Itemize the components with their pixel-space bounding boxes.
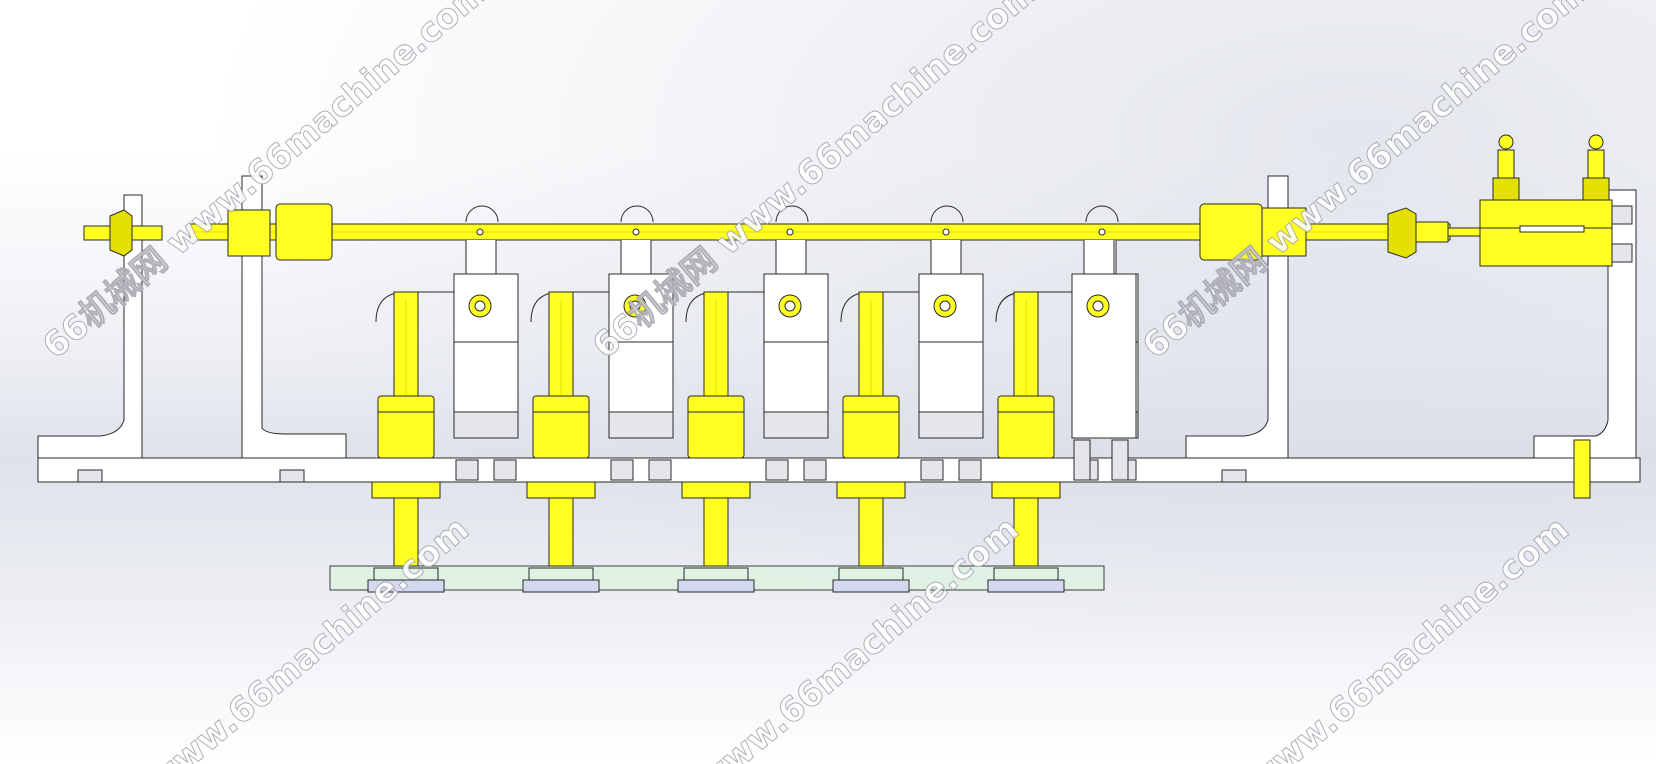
station-collar-2 (532, 395, 590, 459)
station-hanger-arc-4 (930, 205, 964, 223)
extra-pin-b (1111, 439, 1129, 481)
station-foot-4 (838, 567, 904, 581)
station-pad-2 (522, 579, 600, 593)
station-pivot-center-3 (784, 300, 796, 312)
station-pivot-center-2 (629, 300, 641, 312)
station-block-shade-2 (608, 411, 674, 439)
station-block-shade-3 (763, 411, 829, 439)
station-hanger-3 (775, 240, 807, 275)
extra-hanger (1083, 240, 1115, 275)
coupling-joint (1415, 221, 1449, 243)
station-1 (367, 205, 519, 593)
base-screw-2 (279, 469, 305, 483)
air-fitting-base-2 (1582, 177, 1610, 201)
rod-sleeve-right (1199, 203, 1263, 261)
station-post-lower-4 (858, 497, 884, 567)
station-hanger-arc-3 (775, 205, 809, 223)
station-4 (832, 205, 984, 593)
piston-rod-end (1447, 227, 1481, 237)
station-post-lower-5 (1013, 497, 1039, 567)
cylinder-slot (1519, 225, 1585, 233)
station-foot-3 (683, 567, 749, 581)
air-fitting-base-1 (1492, 177, 1520, 201)
station-block-shade-4 (918, 411, 984, 439)
rod-flange-left (227, 209, 271, 257)
station-screw-a-4 (920, 459, 944, 481)
station-hanger-arc-5 (1085, 205, 1119, 223)
station-post-lower-3 (703, 497, 729, 567)
base-screw-3 (1221, 469, 1247, 483)
left-hex-nut (109, 209, 133, 257)
station-flange-4 (836, 481, 906, 499)
station-screw-b-3 (803, 459, 827, 481)
extra-pivot-center (1092, 300, 1104, 312)
rod-pin-hole-3 (786, 228, 794, 236)
right-anchor-bolt (1573, 439, 1591, 499)
station-hanger-arc-1 (465, 205, 499, 223)
station-screw-b-4 (958, 459, 982, 481)
station-screw-b-2 (648, 459, 672, 481)
air-cylinder-body (1479, 199, 1613, 267)
station-flange-5 (991, 481, 1061, 499)
air-fitting-cap-1 (1498, 134, 1514, 150)
station-3 (677, 205, 829, 593)
station-screw-b-1 (493, 459, 517, 481)
station-foot-1 (373, 567, 439, 581)
base-plate (37, 457, 1641, 483)
station-screw-a-2 (610, 459, 634, 481)
station-collar-4 (842, 395, 900, 459)
air-fitting-2 (1587, 149, 1605, 181)
air-fitting-cap-2 (1588, 134, 1604, 150)
station-collar-1 (377, 395, 435, 459)
station-block-shade-1 (453, 411, 519, 439)
side-port-top (1611, 205, 1633, 225)
side-port-bottom (1611, 243, 1633, 263)
station-pad-5 (987, 579, 1065, 593)
station-post-lower-2 (548, 497, 574, 567)
rod-flange-right (1261, 207, 1307, 257)
station-screw-a-3 (765, 459, 789, 481)
coupling-hex-nut (1387, 207, 1417, 259)
station-flange-2 (526, 481, 596, 499)
rod-pin-hole-1 (476, 228, 484, 236)
rod-support-bracket-right (1185, 175, 1289, 459)
station-screw-a-1 (455, 459, 479, 481)
station-flange-3 (681, 481, 751, 499)
rod-pin-hole-2 (632, 228, 640, 236)
air-fitting-1 (1497, 149, 1515, 181)
station-foot-2 (528, 567, 594, 581)
station-pad-1 (367, 579, 445, 593)
station-post-lower-1 (393, 497, 419, 567)
station-hanger-4 (930, 240, 962, 275)
station-pad-3 (677, 579, 755, 593)
station-pivot-center-1 (474, 300, 486, 312)
station-collar-5 (997, 395, 1055, 459)
station-hanger-arc-2 (620, 205, 654, 223)
station-pivot-center-4 (939, 300, 951, 312)
rod-pin-hole-5 (1098, 228, 1106, 236)
rod-support-bracket-left (241, 175, 347, 459)
station-extra-block (1071, 240, 1137, 481)
rod-pin-hole-4 (942, 228, 950, 236)
station-pad-4 (832, 579, 910, 593)
station-foot-5 (993, 567, 1059, 581)
rod-sleeve-left (275, 203, 333, 261)
station-hanger-1 (465, 240, 497, 275)
station-collar-3 (687, 395, 745, 459)
extra-pin-a (1073, 439, 1091, 481)
station-hanger-2 (620, 240, 652, 275)
station-2 (522, 205, 674, 593)
base-screw-1 (77, 469, 103, 483)
station-flange-1 (371, 481, 441, 499)
